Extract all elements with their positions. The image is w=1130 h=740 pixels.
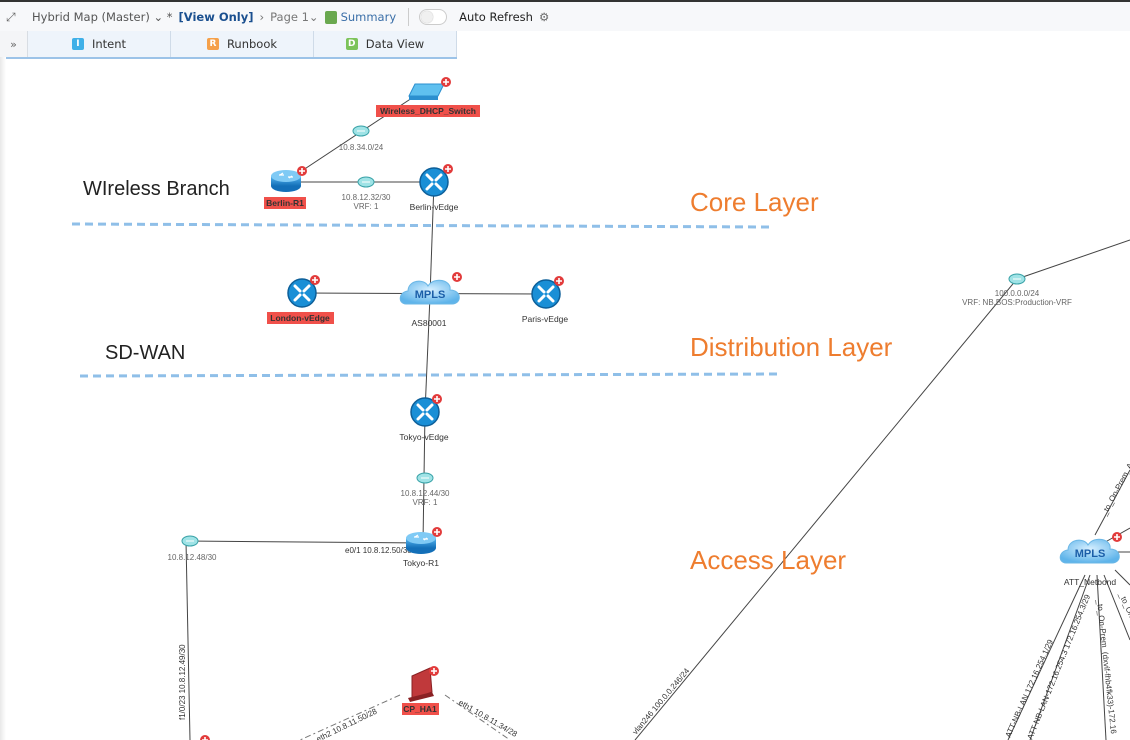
edge-label: f1/0/23 10.8.12.49/30: [178, 644, 187, 720]
intent-icon: I: [71, 38, 84, 50]
subnet-ip: 100.0.0.0/24: [995, 289, 1040, 298]
subnet-ip: 10.8.34.0/24: [339, 143, 384, 152]
alert-icon[interactable]: [199, 734, 211, 740]
cloud-text: MPLS: [1075, 548, 1106, 560]
cloud-text: MPLS: [415, 289, 446, 301]
layer-label-core: Core Layer: [690, 187, 819, 217]
summary-button[interactable]: Summary: [324, 9, 397, 24]
map-name-dropdown[interactable]: Hybrid Map (Master) ⌄ *: [32, 9, 173, 24]
device-berlin-vedge[interactable]: Berlin-vEdge: [410, 163, 459, 212]
edge-label: ATT-NB-LAN-172.16.254.3 172.16.254.3/29: [1026, 593, 1093, 740]
layer-divider: [71, 222, 771, 229]
layer-label-distribution: Distribution Layer: [690, 332, 893, 362]
tab-label: Runbook: [226, 37, 278, 51]
device-label: AS80001: [412, 318, 447, 328]
edge-label: ATT-NB-LAN 172.16.254.1/29: [1004, 638, 1056, 739]
device-label: Berlin-R1: [266, 198, 304, 208]
modified-marker: *: [166, 9, 173, 24]
subnet-ip: 10.8.12.44/30: [401, 489, 450, 498]
dashed-links: [299, 694, 511, 740]
view-mode: [View Only]: [178, 9, 254, 24]
cloud-att-netbond[interactable]: MPLS ATT_Netbond: [1059, 531, 1123, 587]
map-toolbar: ⤢ Hybrid Map (Master) ⌄ * [View Only] › …: [0, 0, 1130, 31]
zone-label-wireless: WIreless Branch: [83, 178, 230, 200]
panel-edge: [0, 57, 6, 740]
map-name: Hybrid Map (Master): [32, 9, 150, 24]
zone-label-sdwan: SD-WAN: [105, 342, 185, 364]
device-london-vedge[interactable]: London-vEdge: [267, 274, 334, 324]
device-label: Berlin-vEdge: [410, 202, 459, 212]
chevron-right-icon: ›: [259, 9, 265, 24]
device-label: London-vEdge: [270, 313, 330, 323]
device-paris-vedge[interactable]: Paris-vEdge: [522, 275, 569, 324]
subnet-node[interactable]: 10.8.34.0/24: [339, 125, 384, 152]
edge-label: eth1 10.8.11.34/28: [457, 698, 519, 739]
device-tokyo-r1[interactable]: Tokyo-R1: [403, 526, 443, 568]
tab-data-view[interactable]: D Data View: [314, 31, 457, 57]
device-label: Paris-vEdge: [522, 314, 569, 324]
edge-label: e0/1 10.8.12.50/30: [345, 546, 412, 555]
cloud-mpls-as80001[interactable]: MPLS AS80001: [399, 271, 463, 328]
device-tokyo-vedge[interactable]: Tokyo-vEdge: [399, 393, 449, 442]
subnet-vrf: VRF: NB.BOS:Production-VRF: [962, 298, 1072, 307]
layer-label-access: Access Layer: [690, 545, 846, 575]
tab-label: Intent: [91, 37, 127, 51]
subnet-vrf: VRF: 1: [413, 498, 438, 507]
edge-label: eth2 10.8.11.50/28: [315, 706, 379, 740]
links: [185, 95, 1130, 740]
fullscreen-icon[interactable]: ⤢: [6, 9, 16, 24]
subnet-vrf: VRF: 1: [354, 202, 379, 211]
summary-icon: [324, 10, 337, 24]
page-dropdown[interactable]: Page 1⌄: [270, 9, 319, 24]
device-cp-ha1[interactable]: CP_HA1: [402, 665, 440, 715]
tab-runbook[interactable]: R Runbook: [171, 31, 314, 57]
device-label: Tokyo-vEdge: [399, 432, 448, 442]
divider: [408, 7, 410, 26]
device-wireless-dhcp-switch[interactable]: Wireless_DHCP_Switch: [376, 76, 480, 117]
runbook-icon: R: [206, 38, 219, 50]
auto-refresh-toggle[interactable]: [419, 8, 448, 25]
auto-refresh-label: Auto Refresh: [459, 9, 533, 24]
edge-label: vlan246 100.0.0.246/24: [631, 666, 692, 736]
summary-label: Summary: [340, 9, 397, 24]
device-label: Tokyo-R1: [403, 558, 439, 568]
device-label: ATT_Netbond: [1064, 577, 1117, 587]
collapse-chevrons-icon[interactable]: »: [0, 31, 28, 57]
data-view-icon: D: [345, 38, 358, 50]
device-berlin-r1[interactable]: Berlin-R1: [264, 165, 308, 209]
subnet-node[interactable]: 10.8.12.48/30: [168, 535, 217, 562]
subnet-ip: 10.8.12.48/30: [168, 553, 217, 562]
edge-label: _to_On-Prem_: [1117, 590, 1130, 643]
settings-gear-icon[interactable]: ⚙: [538, 9, 550, 24]
edge-label: _to_On-Prem_(dxvif-fhb4fk33)-172.16: [1095, 598, 1118, 734]
page-label: Page 1: [270, 9, 309, 24]
tab-label: Data View: [365, 37, 425, 51]
subnet-ip: 10.8.12.32/30: [342, 193, 391, 202]
tab-bar: » I Intent R Runbook D Data View: [0, 31, 457, 59]
device-label: CP_HA1: [403, 704, 437, 714]
layer-divider: [79, 372, 779, 378]
edge-label: _to_On-Prem_A: [1099, 461, 1130, 518]
tab-intent[interactable]: I Intent: [28, 31, 171, 57]
device-label: Wireless_DHCP_Switch: [380, 106, 476, 116]
